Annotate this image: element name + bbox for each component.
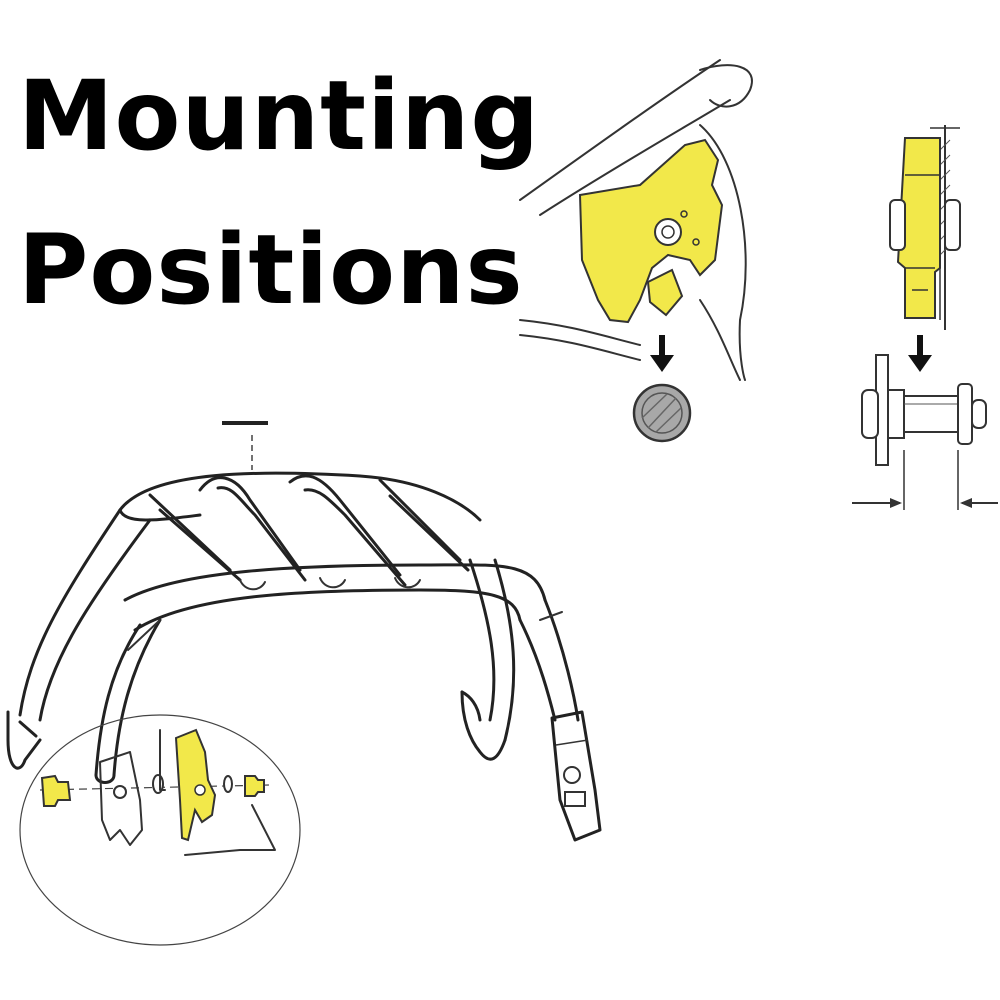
latch-side-yellow — [896, 137, 941, 319]
rod-cross-section-icon — [632, 383, 692, 443]
arrow-down-icon — [650, 335, 674, 372]
bolt-yellow-left — [40, 774, 72, 807]
latch-hook-yellow — [578, 138, 724, 324]
zoom-detail-figure — [19, 714, 301, 946]
title-line-2: Positions — [18, 214, 524, 326]
luggage-rack-figure — [6, 421, 602, 842]
title-line-1: Mounting — [18, 60, 541, 172]
side-view-figure — [852, 125, 998, 510]
latch-piece-yellow — [174, 728, 217, 842]
latch-bolt — [654, 218, 682, 246]
arrow-down-icon — [908, 335, 932, 372]
latch-detail-figure — [519, 59, 753, 443]
